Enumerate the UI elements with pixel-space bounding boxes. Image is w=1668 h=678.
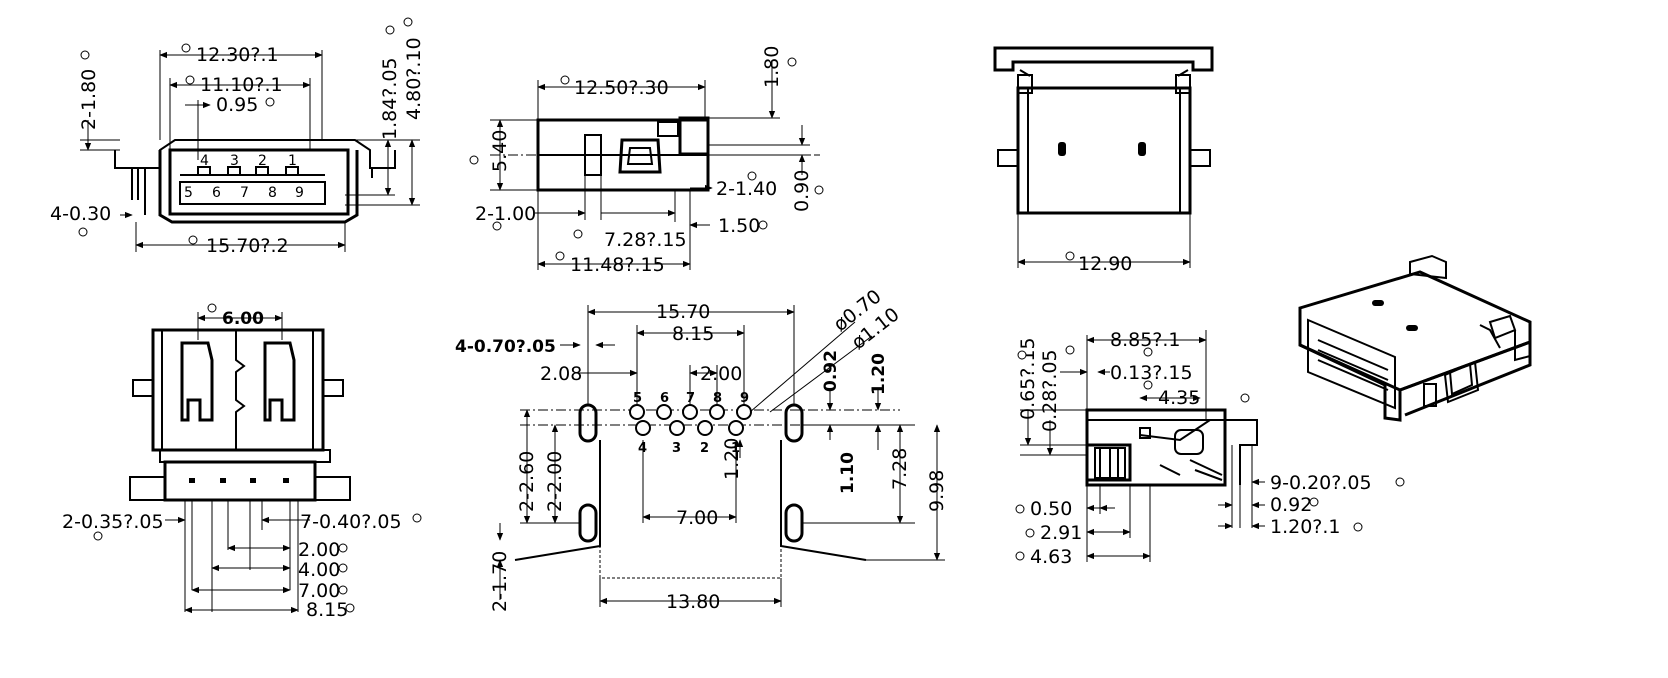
front-pin-4: 4 — [200, 153, 209, 169]
front-pin-6: 6 — [212, 185, 221, 201]
top-dim-width: 12.90 — [1078, 253, 1132, 275]
front-dim-h1: 1.84?.05 — [379, 57, 401, 140]
front-dim-overall: 15.70?.2 — [206, 235, 289, 257]
pcb-dim-pitch: 2.00 — [700, 363, 742, 385]
bottom-dim-1: 2.00 — [298, 539, 340, 561]
pcb-dim-left: 2.08 — [540, 363, 582, 385]
front-pin-8: 8 — [268, 185, 277, 201]
side-view: 12.50?.30 5.40 1.80 0.90 2-1.40 1.50 2-1… — [469, 46, 824, 276]
side-dim-length: 12.50?.30 — [574, 77, 669, 99]
bottom-dim-center: 6.00 — [222, 309, 264, 329]
front-dim-width-inner: 11.10?.1 — [200, 74, 283, 96]
front-pin-2: 2 — [258, 153, 267, 169]
front-dim-width-outer: 12.30?.1 — [196, 44, 279, 66]
section-dim-065: 0.65?.15 — [1017, 337, 1039, 420]
side-dim-pitch: 2-1.00 — [475, 203, 536, 225]
pcb-dim-hole: 4-0.70?.05 — [455, 337, 556, 357]
pcb-dim-092: 0.92 — [821, 350, 841, 392]
side-dim-mid: 7.28?.15 — [604, 229, 687, 251]
front-pin-1: 1 — [288, 153, 297, 169]
bottom-view: 6.00 2-0.35?.05 7-0.40?.05 2.00 4.00 7.0… — [62, 303, 422, 621]
pcb-pin-6: 6 — [660, 391, 669, 406]
pcb-dim-110: 1.10 — [838, 452, 858, 494]
side-dim-slot: 2-1.40 — [716, 178, 777, 200]
section-view: 8.85?.1 0.13?.15 4.35 0.65?.15 0.28?.05 … — [1015, 329, 1405, 568]
pcb-pin-8: 8 — [713, 391, 722, 406]
front-pin-7: 7 — [240, 185, 249, 201]
side-dim-top: 1.80 — [761, 46, 783, 88]
pcb-dim-700: 7.00 — [676, 507, 718, 529]
pcb-dim-120a: 1.20 — [869, 353, 889, 395]
section-dim-050: 0.50 — [1030, 498, 1072, 520]
side-dim-offset: 0.90 — [791, 170, 813, 212]
section-dim-463: 4.63 — [1030, 546, 1072, 568]
pcb-pin-3: 3 — [672, 441, 681, 456]
bottom-dim-4: 8.15 — [306, 599, 348, 621]
pcb-dim-120b: 1.20 — [721, 438, 743, 480]
front-dim-pitch: 0.95 — [216, 94, 258, 116]
pcb-pin-2: 2 — [700, 441, 709, 456]
front-pin-5: 5 — [184, 185, 193, 201]
section-dim-435: 4.35 — [1158, 387, 1200, 409]
side-dim-lead: 1.50 — [718, 215, 760, 237]
pcb-pin-5: 5 — [633, 391, 642, 406]
front-pin-3: 3 — [230, 153, 239, 169]
section-dim-092: 0.92 — [1270, 494, 1312, 516]
pcb-dim-998: 9.98 — [926, 470, 948, 512]
pcb-pin-9: 9 — [740, 391, 749, 406]
section-dim-885: 8.85?.1 — [1110, 329, 1181, 351]
pcb-dim-170: 2-1.70 — [489, 551, 511, 612]
front-dim-h2: 4.80?.10 — [403, 37, 425, 120]
pcb-pin-7: 7 — [686, 391, 695, 406]
pcb-dim-width: 15.70 — [656, 301, 710, 323]
pcb-dim-200: 2-2.00 — [544, 451, 566, 512]
section-dim-020: 9-0.20?.05 — [1270, 472, 1372, 494]
section-dim-028: 0.28?.05 — [1039, 349, 1061, 432]
front-dim-lead: 4-0.30 — [50, 203, 111, 225]
bottom-dim-2: 4.00 — [298, 559, 340, 581]
section-dim-120: 1.20?.1 — [1270, 516, 1341, 538]
front-pin-9: 9 — [295, 185, 304, 201]
pcb-dim-728: 7.28 — [889, 448, 911, 490]
pcb-footprint: 5 6 7 8 9 4 3 2 1 15.70 8.15 4-0.70?.05 … — [455, 285, 948, 613]
bottom-dim-lead: 2-0.35?.05 — [62, 511, 164, 533]
section-dim-291: 2.91 — [1040, 522, 1082, 544]
bottom-dim-3: 7.00 — [298, 580, 340, 602]
pcb-dim-1380: 13.80 — [666, 591, 720, 613]
isometric-view — [1298, 254, 1532, 422]
front-dim-left-h: 2-1.80 — [78, 69, 100, 130]
pcb-dim-260: 2-2.60 — [516, 451, 538, 512]
front-view: 4 3 2 1 5 6 7 8 9 12.30?.1 11.10?.1 0.95… — [50, 17, 425, 257]
bottom-dim-pins: 7-0.40?.05 — [300, 511, 402, 533]
pcb-dim-pitch-row: 8.15 — [672, 323, 714, 345]
section-dim-013: 0.13?.15 — [1110, 362, 1193, 384]
side-dim-height: 5.40 — [489, 130, 511, 172]
top-view: 12.90 — [993, 46, 1214, 275]
side-dim-overall: 11.48?.15 — [570, 254, 665, 276]
